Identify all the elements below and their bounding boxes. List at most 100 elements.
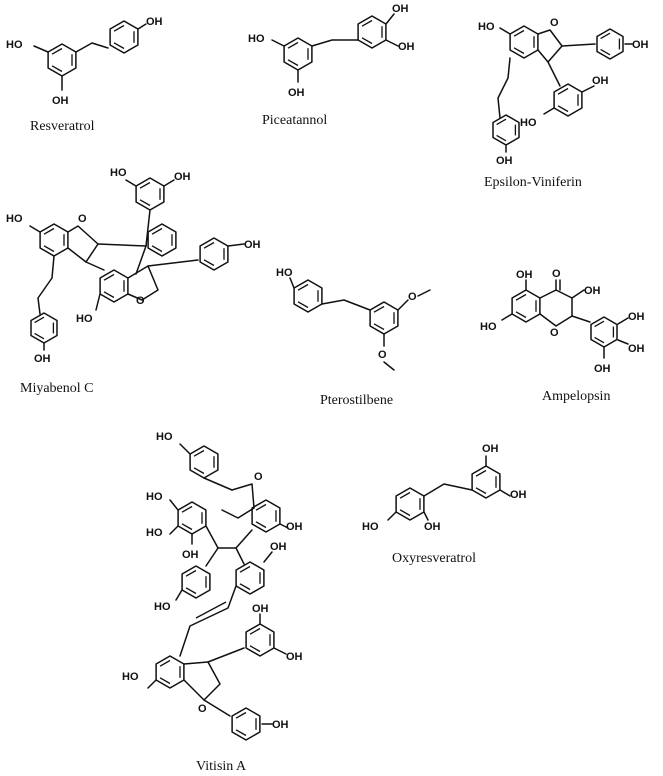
oh-label: OH xyxy=(244,239,261,251)
benzene-ring xyxy=(189,445,219,479)
oh-label: OH xyxy=(496,155,513,167)
compound-name-oxyresveratrol: Oxyresveratrol xyxy=(392,551,476,566)
miyabenol-c-structure: HO OH O HO O HO OH OH Miyabenol C xyxy=(6,167,261,396)
oh-label: OH xyxy=(628,311,645,323)
aromatic-double-bond xyxy=(181,523,193,531)
oh-label: OH xyxy=(270,541,287,553)
oxygen-label: O xyxy=(550,327,559,339)
oh-label: OH xyxy=(288,87,305,99)
aromatic-double-bond xyxy=(515,293,527,301)
oxygen-label: O xyxy=(408,291,417,303)
oh-label: OH xyxy=(584,285,601,297)
benzene-ring xyxy=(245,623,275,657)
oxygen-label: O xyxy=(136,295,145,307)
aromatic-double-bond xyxy=(193,467,205,475)
aromatic-double-bond xyxy=(51,47,63,55)
aromatic-double-bond xyxy=(249,627,261,635)
ho-label: HO xyxy=(76,313,93,325)
aromatic-double-bond xyxy=(151,227,163,235)
ho-label: HO xyxy=(362,521,379,533)
aromatic-double-bond xyxy=(496,134,507,142)
aromatic-double-bond xyxy=(235,729,247,737)
compound-name-vitisin-a: Vitisin A xyxy=(196,759,247,774)
ho-label: HO xyxy=(156,431,173,443)
oh-label: OH xyxy=(146,16,163,28)
aromatic-double-bond xyxy=(287,59,299,67)
aromatic-double-bond xyxy=(475,469,487,477)
benzene-ring xyxy=(47,43,77,77)
ring-outline xyxy=(596,28,624,60)
oh-label: OH xyxy=(182,549,199,561)
aromatic-double-bond xyxy=(600,32,611,40)
benzene-ring xyxy=(251,499,281,533)
oh-label: OH xyxy=(424,521,441,533)
oh-label: OH xyxy=(482,443,499,455)
ho-label: HO xyxy=(110,167,127,179)
benzene-ring xyxy=(293,279,323,313)
benzene-ring xyxy=(99,269,129,303)
aromatic-double-bond xyxy=(557,87,569,95)
ho-label: HO xyxy=(154,601,171,613)
compound-name-piceatannol: Piceatannol xyxy=(262,113,327,128)
oxygen-label: O xyxy=(550,17,559,29)
oh-label: OH xyxy=(286,651,303,663)
oh-label: OH xyxy=(252,603,269,615)
vitisin-a-structure: HO O OH HO HO OH HO OH O HO OH OH xyxy=(122,431,303,774)
benzene-ring xyxy=(471,465,501,499)
ring-outline xyxy=(251,499,281,533)
ring-outline xyxy=(231,707,261,741)
benzene-ring xyxy=(590,316,618,348)
compound-name-epsilon-viniferin: Epsilon-Viniferin xyxy=(484,175,582,190)
compound-name-resveratrol: Resveratrol xyxy=(30,119,95,134)
benzene-ring xyxy=(155,655,185,689)
aromatic-double-bond xyxy=(181,505,193,513)
aromatic-double-bond xyxy=(235,711,247,719)
aromatic-double-bond xyxy=(287,41,299,49)
aromatic-double-bond xyxy=(103,291,115,299)
ho-label: HO xyxy=(480,321,497,333)
aromatic-double-bond xyxy=(513,47,525,55)
ho-label: HO xyxy=(520,117,537,129)
aromatic-double-bond xyxy=(43,245,55,253)
benzene-ring xyxy=(109,20,139,54)
aromatic-double-bond xyxy=(159,659,171,667)
ring-outline xyxy=(471,465,501,499)
compound-name-miyabenol-c: Miyabenol C xyxy=(20,381,94,396)
ho-label: HO xyxy=(146,527,163,539)
aromatic-double-bond xyxy=(557,105,569,113)
oh-label: OH xyxy=(286,521,303,533)
aromatic-double-bond xyxy=(151,245,163,253)
benzene-ring xyxy=(231,707,261,741)
ampelopsin-structure: O O OH OH HO OH OH OH Ampelopsin xyxy=(480,268,645,404)
aromatic-double-bond xyxy=(297,301,309,309)
aromatic-double-bond xyxy=(103,273,115,281)
aromatic-double-bond xyxy=(34,332,45,340)
oh-label: OH xyxy=(632,39,649,51)
benzene-ring xyxy=(596,28,624,60)
aromatic-double-bond xyxy=(361,37,373,45)
benzene-ring xyxy=(199,237,229,271)
benzene-ring xyxy=(511,289,541,323)
resveratrol-structure: HO OH OH Resveratrol xyxy=(6,16,163,134)
ho-label: HO xyxy=(248,33,265,45)
aromatic-double-bond xyxy=(239,583,251,591)
oh-label: OH xyxy=(272,719,289,731)
oxyresveratrol-structure: OH OH HO OH Oxyresveratrol xyxy=(362,443,527,566)
aromatic-double-bond xyxy=(373,323,385,331)
aromatic-double-bond xyxy=(373,305,385,313)
aromatic-double-bond xyxy=(255,521,267,529)
oxygen-label: O xyxy=(254,471,263,483)
benzene-ring xyxy=(135,177,165,211)
aromatic-double-bond xyxy=(113,24,125,32)
oxygen-label: O xyxy=(198,703,207,715)
oh-label: OH xyxy=(52,95,69,107)
ho-label: HO xyxy=(478,21,495,33)
benzene-ring xyxy=(509,25,539,59)
aromatic-double-bond xyxy=(255,503,267,511)
benzene-ring xyxy=(357,15,387,49)
aromatic-double-bond xyxy=(249,645,261,653)
benzene-ring xyxy=(369,301,399,335)
aromatic-double-bond xyxy=(600,48,611,56)
aromatic-double-bond xyxy=(185,569,197,577)
aromatic-double-bond xyxy=(43,227,55,235)
